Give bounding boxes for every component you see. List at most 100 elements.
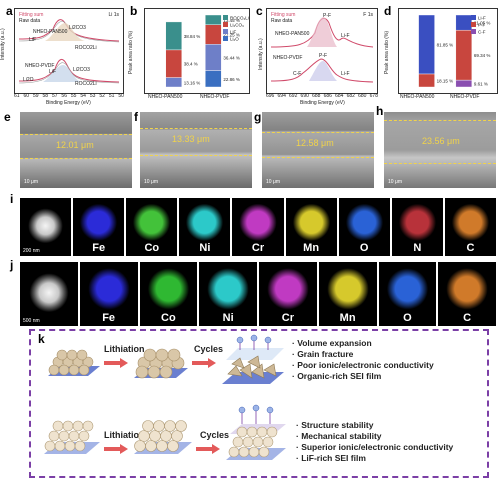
eds-label-o: O <box>403 312 412 324</box>
scale-bar-g: 10 μm <box>266 179 280 185</box>
particles-pristine-top <box>48 349 100 376</box>
cycles-arrow-bottom <box>196 444 220 454</box>
ylabel-d: Peak area ratio (%) <box>384 30 390 74</box>
category-b-0: NHEO-PAN500 <box>148 94 183 100</box>
legend-label-b-0: ROCO₂Li <box>230 16 249 21</box>
bullet-poor-conductivity: · Poor ionic/electronic conductivity <box>292 360 434 370</box>
bar-d-1-1 <box>455 29 473 81</box>
value-label-b-1-0: 22.86 % <box>223 77 240 82</box>
peak-label-lif-bottom-c: Li-F <box>341 71 350 77</box>
thickness-label-f: 13.33 μm <box>172 134 210 144</box>
bar-b-1-1 <box>205 44 222 71</box>
bar-d-1-2 <box>455 14 473 31</box>
eds-label-ni: Ni <box>199 242 211 254</box>
xps-title-f1s: F 1s <box>363 12 373 18</box>
eds-tile-co: Co <box>139 262 198 326</box>
cycles-label-top: Cycles <box>194 344 224 354</box>
legend-label-b-2: LiF <box>230 30 237 35</box>
bullets-bottom: · Structure stability · Mechanical stabi… <box>296 420 453 464</box>
lithiation-arrow-bottom <box>104 444 128 454</box>
eds-tile-fe: Fe <box>79 262 138 326</box>
eds-tile-c: C <box>444 198 496 256</box>
scale-bar-e: 10 μm <box>24 179 38 185</box>
ylabel-a: Intensity (a.u.) <box>0 28 6 60</box>
bar-b-1-2 <box>205 24 222 45</box>
value-label-b-1-3: 13.45 % <box>223 18 240 23</box>
legend-fitting-sum-c: Fitting sum <box>271 12 296 18</box>
panel-label-c: c <box>256 4 263 18</box>
legend-swatch-b-3 <box>223 36 228 41</box>
sample-label-top-c: NHEO-PAN500 <box>275 31 310 37</box>
lithiation-arrow-top <box>104 358 128 368</box>
eds-label-ni: Ni <box>222 312 234 324</box>
eds-tile-mn: Mn <box>285 198 337 256</box>
eds-tile-ni: Ni <box>179 198 231 256</box>
bullet-superior-conductivity: · Superior ionic/electronic conductivity <box>296 442 454 452</box>
bar-b-0-1 <box>165 77 182 88</box>
ylabel-b: Peak area ratio (%) <box>128 30 134 74</box>
legend-label-d-2: C-F <box>478 30 486 35</box>
bar-b-0-3 <box>165 21 182 51</box>
peak-label-li2o: Li2O <box>23 77 34 83</box>
legend-fitting-sum: Fitting sum <box>19 12 44 18</box>
sample-label-bottom-c: NHEO-PVDF <box>273 55 303 61</box>
panel-label-b: b <box>130 4 138 18</box>
sample-label-top: NHEO-PAN500 <box>33 29 68 35</box>
thickness-guides-f <box>140 128 252 156</box>
particles-lithiated-top <box>134 348 188 379</box>
value-label-b-0-3: 38.84 % <box>184 34 201 39</box>
eds-tile-o: O <box>338 198 390 256</box>
eds-label-co: Co <box>161 312 176 324</box>
bullets-top: · Volume expansion · Grain fracture · Po… <box>292 338 434 382</box>
panel-label-e: e <box>4 110 11 124</box>
panel-label-h: h <box>376 104 384 118</box>
xps-f1s-plot: Fitting sum Raw data F 1s P-F NHEO-PAN50… <box>266 8 378 94</box>
legend-label-b-1: Li₂CO₃ <box>230 23 244 28</box>
xps-li1s-curves <box>18 19 120 84</box>
eds-tile-c: C <box>438 262 496 326</box>
bar-chart-d-svg: 18.15 %81.85 %9.61 %69.34 %21.05 %Li-FP-… <box>418 14 491 88</box>
eds-label-mn: Mn <box>339 312 356 324</box>
xps-title-li1s: Li 1s <box>108 12 119 18</box>
value-label-d-0-2: 81.85 % <box>437 42 454 47</box>
eds-label-fe: Fe <box>102 312 116 324</box>
legend-swatch-b-2 <box>223 29 228 34</box>
eds-label-fe: Fe <box>92 242 106 254</box>
sem-image-e: 12.01 μm 10 μm <box>20 112 132 188</box>
haadf-image: 200 nm <box>20 198 72 256</box>
peak-label-roco2li-bottom: ROCO2Li <box>75 81 97 87</box>
value-label-b-1-2: 27.25 % <box>223 32 240 37</box>
bullet-volume-expansion: · Volume expansion <box>292 338 372 348</box>
panel-label-i: i <box>10 192 14 206</box>
schematic-frame <box>29 329 489 478</box>
xps-f1s-curves <box>270 17 374 83</box>
scale-bar: 500 nm <box>23 318 40 324</box>
legend-swatch-d-0 <box>471 15 476 20</box>
value-label-d-1-2: 21.05 % <box>474 21 491 26</box>
peak-label-roco2li: ROCO2Li <box>75 45 97 51</box>
legend-label-d-0: Li-F <box>478 16 486 21</box>
legend-swatch-d-2 <box>471 29 476 34</box>
ylabel-c: Intensity (a.u.) <box>258 38 264 70</box>
eds-tile-n: N <box>391 198 443 256</box>
legend-label-b-3: Li₂O <box>230 37 239 42</box>
bullet-lif-sei: · LiF-rich SEI film <box>296 453 366 463</box>
particles-pristine-bottom <box>44 420 100 454</box>
value-label-d-1-1: 69.34 % <box>474 53 491 58</box>
cycles-arrow-top <box>192 358 216 368</box>
lithiation-label-top: Lithiation <box>104 344 145 354</box>
peak-label-lif-bottom: LiF <box>49 69 56 75</box>
legend-raw-data-c: Raw data <box>271 18 293 24</box>
cycles-label-bottom: Cycles <box>200 430 230 440</box>
peak-label-lif: LiF <box>29 37 36 43</box>
sample-label-bottom: NHEO-PVDF <box>25 63 55 69</box>
particles-cycled-top <box>222 334 284 384</box>
sem-image-h: 23.56 μm 10 μm <box>384 112 496 188</box>
category-b-1: NHEO-PVDF <box>200 94 230 100</box>
eds-label-c: C <box>463 312 472 324</box>
peak-label-pf: P-F <box>323 13 332 19</box>
eds-tile-mn: Mn <box>318 262 377 326</box>
panel-label-g: g <box>254 110 262 124</box>
